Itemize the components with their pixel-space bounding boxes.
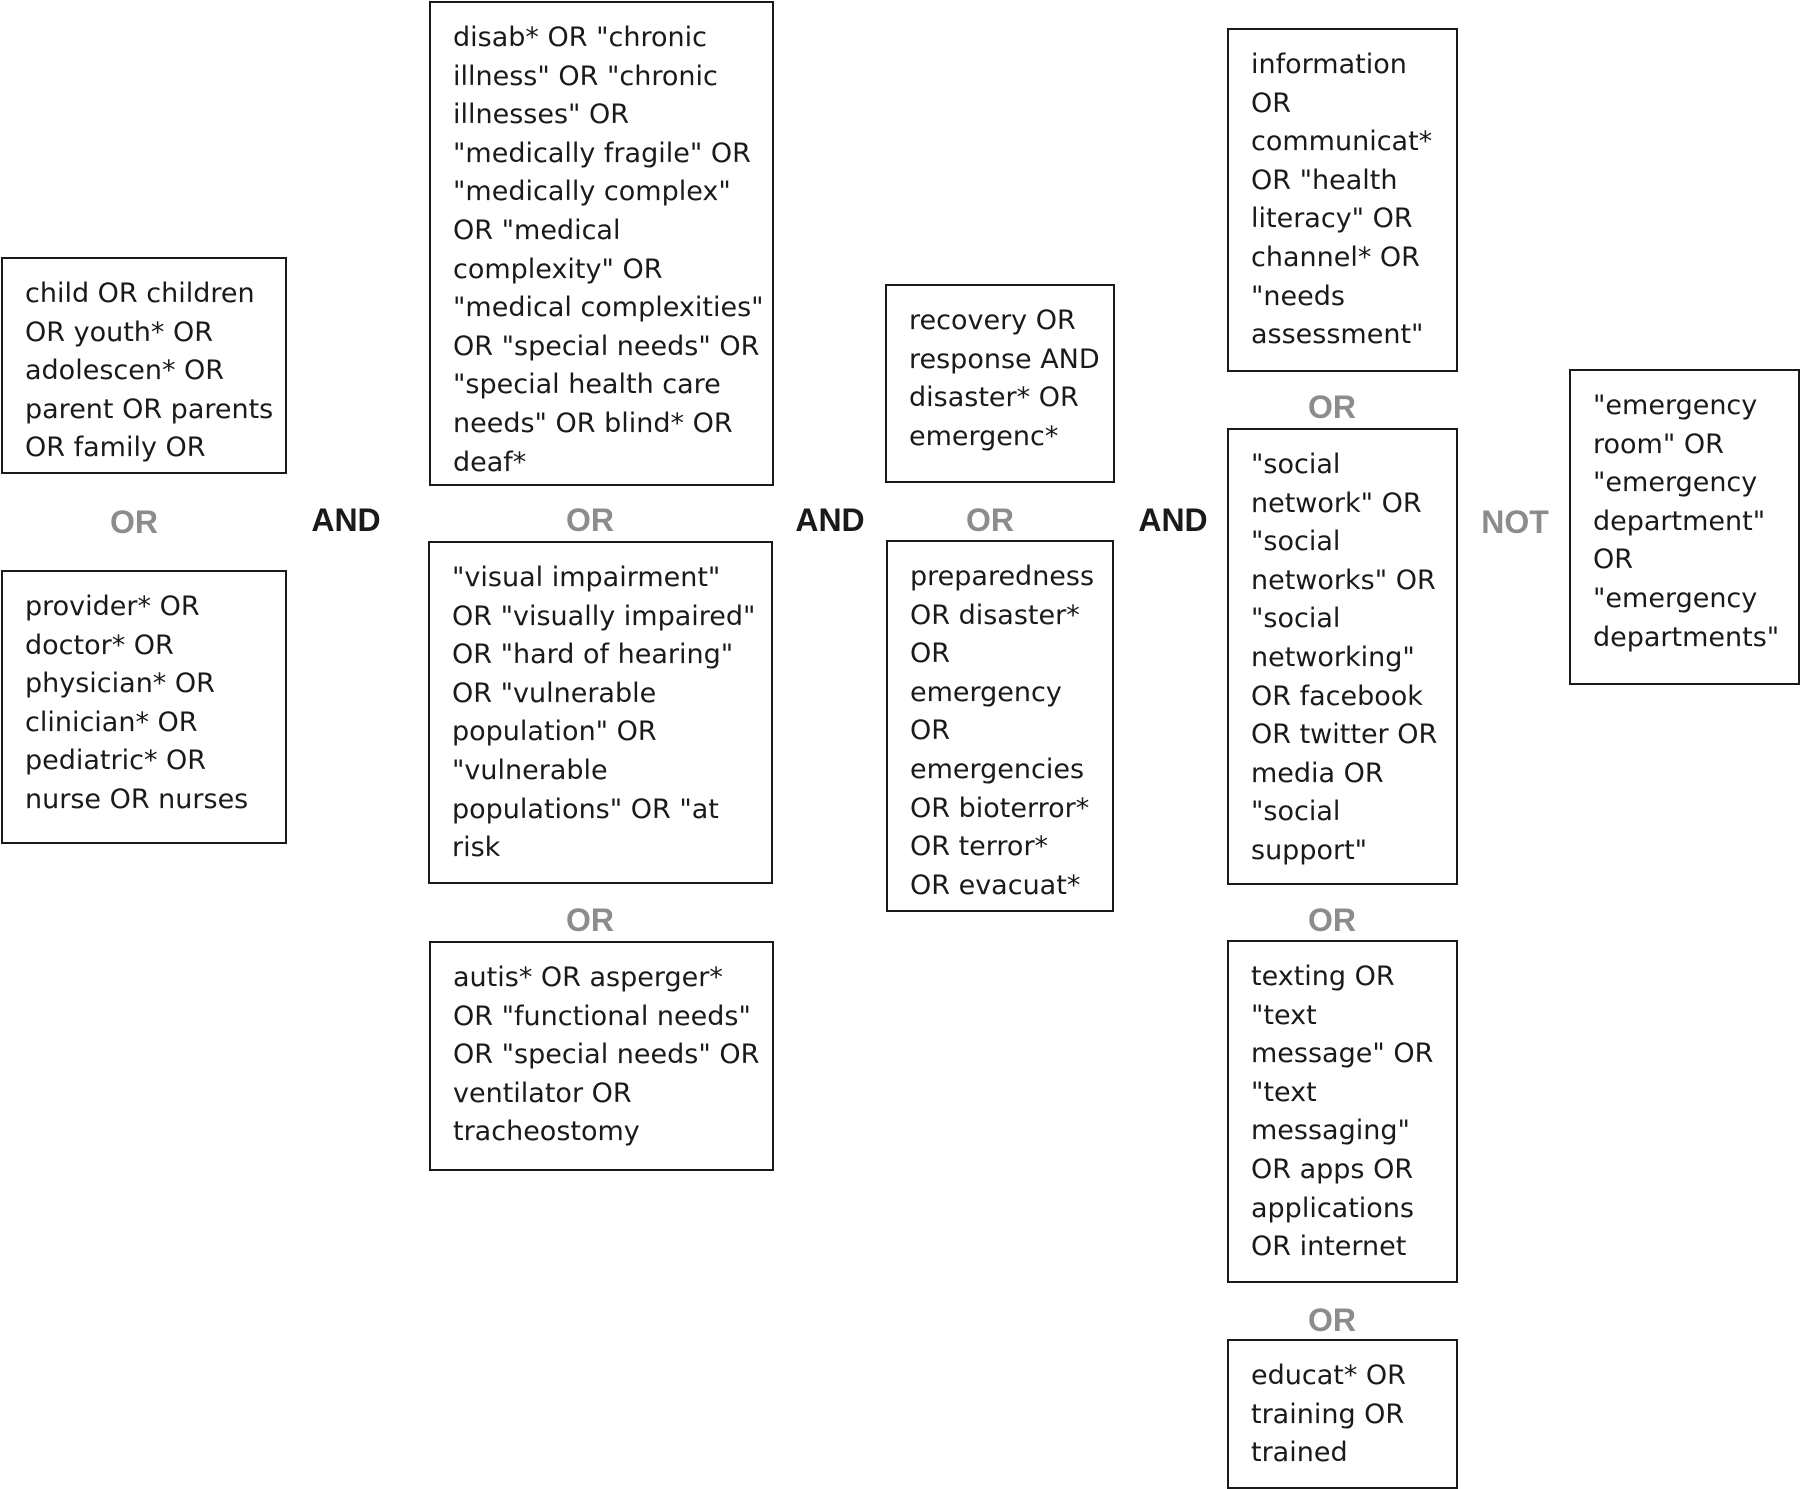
operator-and: AND <box>1138 502 1208 538</box>
search-box-comm-education: educat* OR training OR trained <box>1227 1339 1458 1489</box>
search-box-event-recovery: recovery OR response AND disaster* OR em… <box>885 284 1115 483</box>
operator-or: OR <box>566 902 614 938</box>
operator-or: OR <box>110 504 158 540</box>
operator-and: AND <box>311 502 381 538</box>
operator-or: OR <box>1308 902 1356 938</box>
search-box-exclusion-emergency: "emergency room" OR "emergency departmen… <box>1569 369 1800 685</box>
operator-not: NOT <box>1481 504 1549 540</box>
search-box-condition-disability: disab* OR "chronic illness" OR "chronic … <box>429 1 774 486</box>
search-box-comm-information: information OR communicat* OR "health li… <box>1227 28 1458 372</box>
search-box-event-preparedness: preparedness OR disaster* OR emergency O… <box>886 540 1114 912</box>
search-box-condition-autism: autis* OR asperger* OR "functional needs… <box>429 941 774 1171</box>
operator-or: OR <box>1308 389 1356 425</box>
search-box-comm-social: "social network" OR "social networks" OR… <box>1227 428 1458 885</box>
search-box-comm-texting: texting OR "text message" OR "text messa… <box>1227 940 1458 1283</box>
operator-or: OR <box>566 502 614 538</box>
search-box-population-providers: provider* OR doctor* OR physician* OR cl… <box>1 570 287 844</box>
operator-and: AND <box>795 502 865 538</box>
search-box-condition-vulnerable: "visual impairment" OR "visually impaire… <box>428 541 773 884</box>
operator-or: OR <box>1308 1302 1356 1338</box>
operator-or: OR <box>966 502 1014 538</box>
search-box-population-children: child OR children OR youth* OR adolescen… <box>1 257 287 474</box>
